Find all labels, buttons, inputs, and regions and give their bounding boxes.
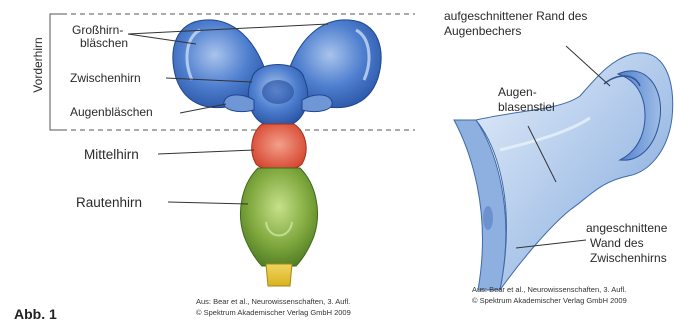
figure-number: Abb. 1 bbox=[14, 306, 57, 322]
diencephalon bbox=[248, 65, 307, 125]
mesencephalon bbox=[252, 124, 306, 170]
label-rhombencephalon: Rautenhirn bbox=[76, 195, 142, 210]
label-optic-stalk-1: Augen- bbox=[498, 86, 537, 99]
label-diencephalon-wall-3: Zwischenhirns bbox=[590, 252, 667, 265]
label-diencephalon: Zwischenhirn bbox=[70, 72, 141, 85]
credit-left-1: Aus: Bear et al., Neurowissenschaften, 3… bbox=[196, 297, 350, 306]
label-optic-vesicles: Augenbläschen bbox=[70, 106, 153, 119]
forebrain-vertical-label: Vorderhirn bbox=[31, 33, 45, 97]
label-optic-stalk-2: blasenstiel bbox=[498, 101, 555, 114]
label-diencephalon-wall-2: Wand des bbox=[590, 237, 644, 250]
spinal-cord bbox=[266, 264, 292, 286]
label-cut-cup-rim-1: aufgeschnittener Rand des bbox=[444, 10, 587, 23]
label-cut-cup-rim-2: Augenbechers bbox=[444, 25, 521, 38]
label-mesencephalon: Mittelhirn bbox=[84, 147, 139, 162]
credit-right-1: Aus: Bear et al., Neurowissenschaften, 3… bbox=[472, 285, 626, 294]
credit-right-2: © Spektrum Akademischer Verlag GmbH 2009 bbox=[472, 296, 627, 305]
label-telencephalic-vesicles-2: bläschen bbox=[80, 37, 128, 50]
rhombencephalon bbox=[240, 168, 317, 266]
label-diencephalon-wall-1: angeschnittene bbox=[586, 222, 667, 235]
credit-left-2: © Spektrum Akademischer Verlag GmbH 2009 bbox=[196, 308, 351, 317]
